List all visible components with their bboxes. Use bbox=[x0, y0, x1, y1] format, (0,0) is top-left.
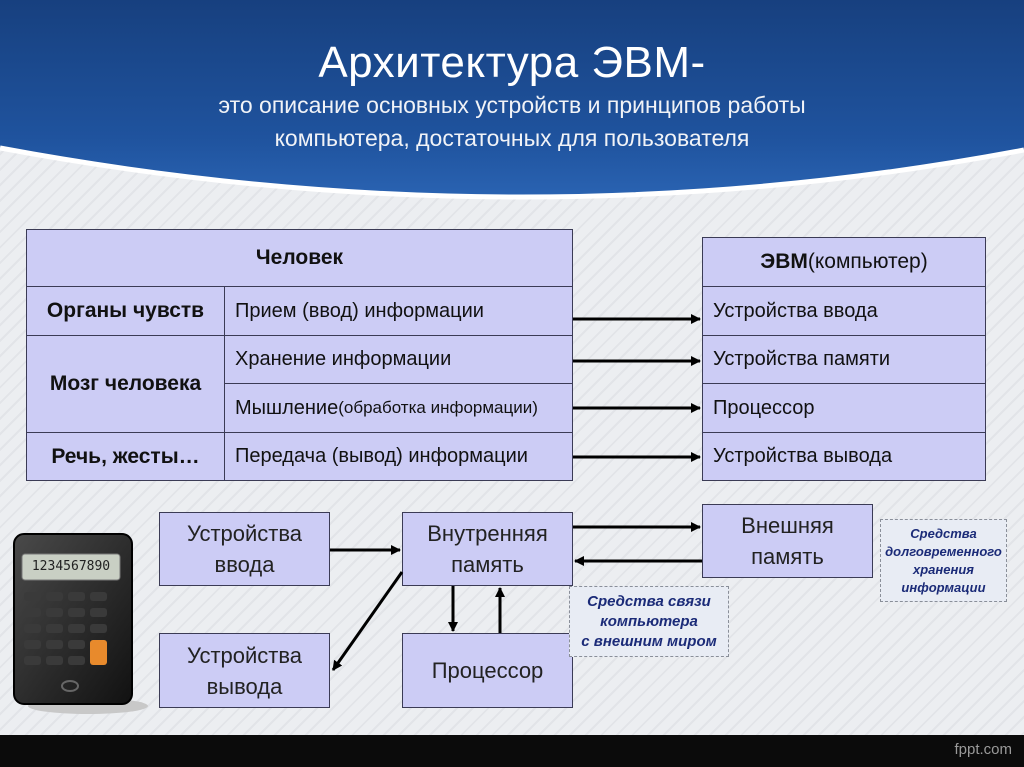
function-label: Передача (вывод) информации bbox=[235, 445, 528, 467]
human-function-input: Прием (ввод) информации bbox=[224, 286, 573, 336]
computer-row-label: Устройства ввода bbox=[713, 299, 878, 322]
slide-title: Архитектура ЭВМ- bbox=[318, 38, 706, 87]
function-label: Прием (ввод) информации bbox=[235, 299, 484, 322]
footer-watermark: fppt.com bbox=[954, 741, 1012, 758]
box-internal-memory: Внутренняя память bbox=[402, 512, 573, 586]
note-line: компьютера bbox=[600, 612, 698, 630]
box-line: Устройства bbox=[186, 642, 303, 668]
box-external-memory: Внешняя память bbox=[702, 504, 873, 578]
computer-row-label: Устройства памяти bbox=[713, 348, 891, 370]
human-function-output: Передача (вывод) информации bbox=[224, 432, 573, 481]
note-line: хранения bbox=[913, 561, 974, 577]
computer-row-processor: Процессор bbox=[702, 383, 986, 433]
note-line: Средства bbox=[910, 525, 977, 541]
header-band bbox=[0, 0, 1024, 200]
organ-label: Мозг человека bbox=[49, 372, 202, 395]
note-line: информации bbox=[901, 579, 986, 595]
box-line: память bbox=[751, 544, 824, 569]
box-processor: Процессор bbox=[402, 633, 573, 708]
computer-row-input: Устройства ввода bbox=[702, 286, 986, 336]
box-line: вывода bbox=[206, 673, 283, 699]
box-line: Внутренняя bbox=[427, 521, 548, 546]
human-organ-speech: Речь, жесты… bbox=[26, 432, 225, 481]
function-sublabel: (обработка информации) bbox=[338, 398, 538, 417]
note-line: с внешним миром bbox=[581, 632, 717, 650]
human-function-storage: Хранение информации bbox=[224, 335, 573, 384]
box-line: память bbox=[451, 552, 524, 577]
computer-header-rest: (компьютер) bbox=[807, 250, 928, 273]
note-line: Средства связи bbox=[587, 592, 711, 610]
human-table-header: Человек bbox=[26, 229, 573, 287]
box-line: ввода bbox=[214, 552, 275, 577]
computer-row-label: Устройства вывода bbox=[713, 445, 893, 467]
note-communication: Средства связи компьютера с внешним миром bbox=[569, 586, 729, 657]
box-input-devices: Устройства ввода bbox=[159, 512, 330, 586]
calculator-icon bbox=[13, 533, 148, 714]
human-function-thinking: Мышление(обработка информации) bbox=[224, 383, 573, 433]
box-line: Процессор bbox=[431, 658, 544, 683]
organ-label: Речь, жесты… bbox=[51, 444, 200, 468]
human-table-header-label: Человек bbox=[255, 246, 344, 269]
box-output-devices: Устройства вывода bbox=[159, 633, 330, 708]
computer-row-memory: Устройства памяти bbox=[702, 335, 986, 384]
calculator-display: 1234567890 bbox=[31, 559, 111, 574]
note-line: долговременного bbox=[885, 543, 1002, 559]
slide-subtitle-line1: это описание основных устройств и принци… bbox=[218, 92, 806, 118]
box-line: Внешняя bbox=[741, 513, 834, 538]
box-line: Устройства bbox=[186, 521, 303, 546]
computer-row-label: Процессор bbox=[713, 396, 815, 419]
computer-header-bold: ЭВМ bbox=[760, 250, 808, 273]
note-storage: Средства долговременного хранения информаци… bbox=[880, 519, 1007, 602]
computer-row-output: Устройства вывода bbox=[702, 432, 986, 481]
footer-bar bbox=[0, 735, 1024, 767]
function-label: Хранение информации bbox=[235, 348, 452, 370]
function-label: Мышление bbox=[235, 396, 339, 419]
arrow-memory-to-output bbox=[331, 571, 404, 671]
organ-label: Органы чувств bbox=[46, 299, 205, 322]
slide-subtitle-line2: компьютера, достаточных для пользователя bbox=[274, 125, 750, 151]
